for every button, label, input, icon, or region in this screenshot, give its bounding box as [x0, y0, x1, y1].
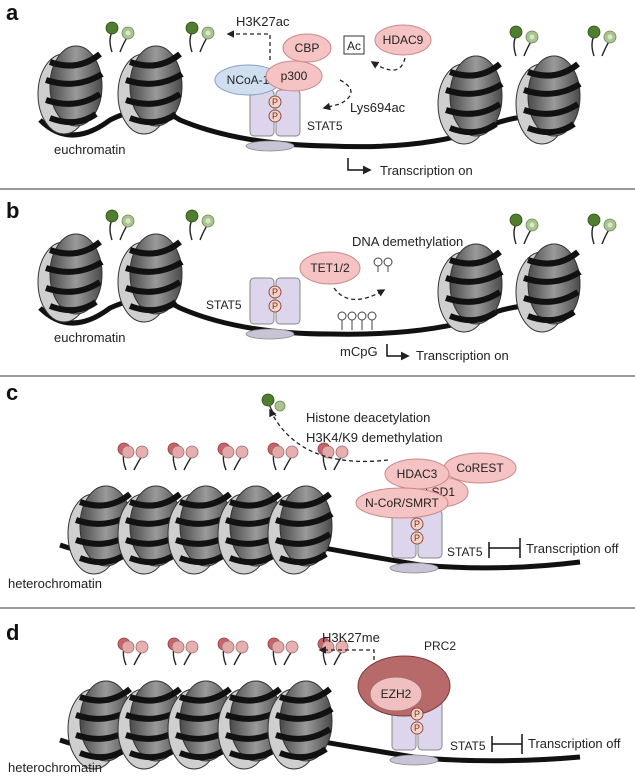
phospho-label: P: [414, 709, 420, 719]
deacetylation-arrow: [269, 408, 389, 463]
demethylation-label: DNA demethylation: [352, 234, 463, 249]
phospho-circle: [268, 109, 282, 123]
mcpg-sites-icon: [337, 311, 377, 330]
nucleosome: [516, 25, 617, 144]
deacetylation-label: Histone deacetylation: [306, 410, 430, 425]
p300-protein: [265, 60, 323, 92]
chromatin-label: euchromatin: [54, 330, 126, 345]
ezh2-protein: [369, 676, 423, 712]
panel-letter: b: [6, 198, 19, 223]
phospho-circle: [410, 707, 424, 721]
mcpg-free-icon: [373, 257, 393, 272]
phospho-label: P: [272, 287, 278, 297]
panel-letter: d: [6, 620, 19, 645]
acetyl-mark-icon: [261, 393, 286, 417]
stat5-label: STAT5: [450, 739, 486, 753]
ncor-protein: [355, 487, 449, 519]
phospho-circle: [410, 531, 424, 545]
h3k27me-label: H3K27me: [322, 630, 380, 645]
phospho-label: P: [414, 723, 420, 733]
phospho-label: P: [414, 519, 420, 529]
h3k27ac-label: H3K27ac: [236, 14, 290, 29]
transcription-off-symbol: [491, 736, 522, 752]
prc2-label: PRC2: [424, 639, 456, 653]
h3k27me-arrow: [318, 646, 375, 660]
nucleosome: [118, 21, 215, 134]
panel-b: b P P STAT5 TET1/2 DNA demethylation mCp…: [6, 198, 617, 363]
transcription-label: Transcription on: [380, 163, 473, 178]
phospho-label: P: [272, 111, 278, 121]
demethylation-label: H3K4/K9 demethylation: [306, 430, 443, 445]
demethylation-arrow: [333, 287, 386, 301]
transcription-arrow: [386, 344, 410, 361]
deacetylation-arrow: [370, 57, 406, 71]
transcription-arrow: [347, 158, 372, 175]
stat5-label: STAT5: [206, 298, 242, 312]
stat5-label: STAT5: [447, 545, 483, 559]
hdac9-protein: [374, 24, 432, 56]
nucleosome: [268, 442, 349, 574]
lys694ac-arrow: [322, 79, 352, 111]
panel-a: a P P STAT5 NCoA-1 p300 CBP H3K27ac Ac H…: [6, 0, 617, 178]
p300-label: p300: [281, 69, 308, 83]
corest-label: CoREST: [456, 461, 504, 475]
phospho-label: P: [414, 533, 420, 543]
panel-letter: a: [6, 0, 19, 25]
ncoa-label: NCoA-1: [227, 73, 270, 87]
panel-d: d EZH2 PRC2 P P STAT5 H3K27me Transcript…: [6, 620, 621, 775]
nucleosome: [268, 637, 349, 769]
transcription-label: Transcription on: [416, 348, 509, 363]
phospho-circle: [268, 95, 282, 109]
nucleosome: [516, 213, 617, 332]
stat5-monomer: [275, 277, 301, 325]
stat5-monomer: [249, 277, 275, 325]
ezh2-label: EZH2: [381, 687, 412, 701]
nucleosome: [118, 209, 215, 322]
phospho-circle: [410, 517, 424, 531]
phospho-circle: [410, 721, 424, 735]
chromatin-label: euchromatin: [54, 142, 126, 157]
phospho-label: P: [272, 301, 278, 311]
ncor-label: N-CoR/SMRT: [365, 496, 439, 510]
chromatin-label: heterochromatin: [8, 760, 102, 775]
phospho-circle: [268, 299, 282, 313]
hdac3-label: HDAC3: [397, 467, 438, 481]
ac-label: Ac: [347, 39, 361, 53]
transcription-label: Transcription off: [528, 736, 621, 751]
tet-protein: [299, 251, 361, 285]
cbp-protein: [282, 33, 332, 63]
chromatin-label: heterochromatin: [8, 576, 102, 591]
ac-box: [343, 35, 365, 55]
panel-letter: c: [6, 380, 18, 405]
h3k27ac-arrow: [226, 30, 271, 60]
cbp-label: CBP: [295, 41, 320, 55]
transcription-off-symbol: [488, 542, 520, 558]
stat5-label: STAT5: [307, 119, 343, 133]
tet-label: TET1/2: [310, 261, 350, 275]
panel-c: c P P STAT5 CoREST LSD1 HDAC3 N-CoR/SMRT…: [6, 380, 619, 591]
phospho-circle: [268, 285, 282, 299]
phospho-label: P: [272, 97, 278, 107]
lys694ac-label: Lys694ac: [350, 100, 406, 115]
hdac9-label: HDAC9: [383, 33, 424, 47]
mcpg-label: mCpG: [340, 344, 378, 359]
transcription-label: Transcription off: [526, 541, 619, 556]
